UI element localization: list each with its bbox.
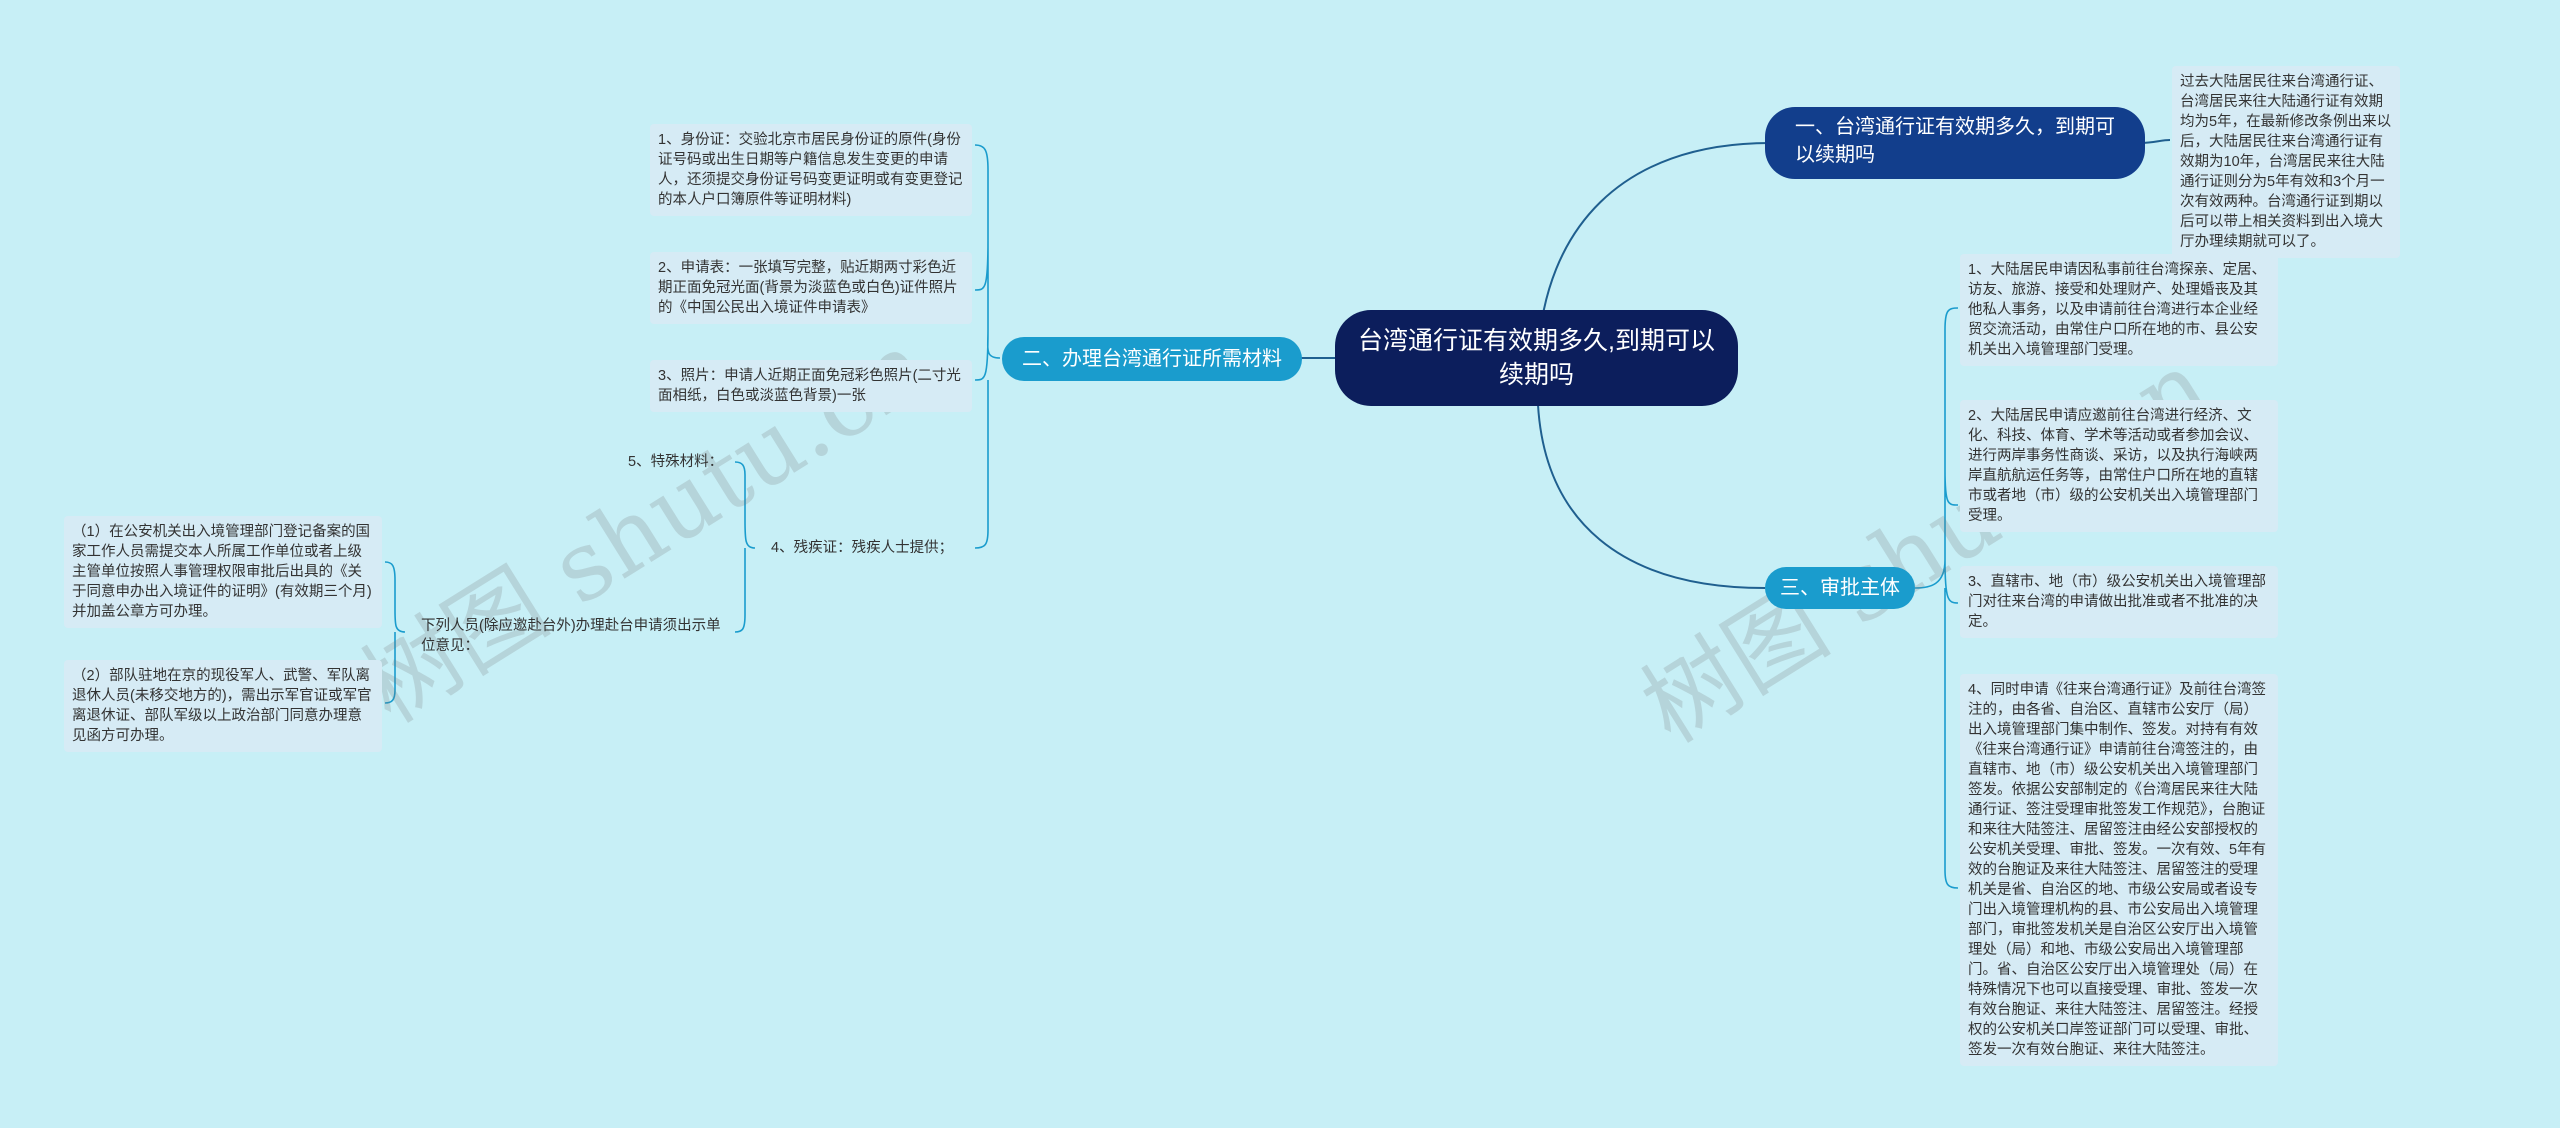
branch2-special-text: 5、特殊材料： [628, 454, 724, 470]
branch3-item-2[interactable]: 2、大陆居民申请应邀前往台湾进行经济、文化、科技、体育、学术等活动或者参加会议、… [1960, 400, 2278, 532]
branch2-sub-item-1[interactable]: （1）在公安机关出入境管理部门登记备案的国家工作人员需提交本人所属工作单位或者上… [64, 516, 382, 628]
bracket-disability [734, 461, 756, 633]
branch2-disability-text: 4、残疾证：残疾人士提供； [771, 540, 954, 556]
branch1-label: 一、台湾通行证有效期多久，到期可以续期吗 [1795, 116, 2115, 166]
bracket-invite [384, 561, 406, 704]
branch2-item-2[interactable]: 2、申请表：一张填写完整，贴近期两寸彩色近期正面免冠光面(背景为淡蓝色或白色)证… [650, 252, 972, 324]
branch3-item-3[interactable]: 3、直辖市、地（市）级公安机关出入境管理部门对往来台湾的申请做出批准或者不批准的… [1960, 566, 2278, 638]
branch2-item-2-text: 2、申请表：一张填写完整，贴近期两寸彩色近期正面免冠光面(背景为淡蓝色或白色)证… [658, 260, 958, 316]
branch2-item-1-text: 1、身份证：交验北京市居民身份证的原件(身份证号码或出生日期等户籍信息发生变更的… [658, 132, 963, 208]
branch3-item-3-text: 3、直辖市、地（市）级公安机关出入境管理部门对往来台湾的申请做出批准或者不批准的… [1968, 574, 2267, 630]
branch3-item-4[interactable]: 4、同时申请《往来台湾通行证》及前往台湾签注的，由各省、自治区、直辖市公安厅（局… [1960, 674, 2278, 1066]
root-topic[interactable]: 台湾通行证有效期多久,到期可以续期吗 [1335, 310, 1738, 406]
branch2-item-1[interactable]: 1、身份证：交验北京市居民身份证的原件(身份证号码或出生日期等户籍信息发生变更的… [650, 124, 972, 216]
branch2-label: 二、办理台湾通行证所需材料 [1022, 348, 1282, 370]
branch2-item-3[interactable]: 3、照片：申请人近期正面免冠彩色照片(二寸光面相纸，白色或淡蓝色背景)一张 [650, 360, 972, 412]
bracket-branch2 [974, 144, 1001, 549]
branch2-sub-item-1-text: （1）在公安机关出入境管理部门登记备案的国家工作人员需提交本人所属工作单位或者上… [72, 524, 372, 620]
branch3-item-2-text: 2、大陆居民申请应邀前往台湾进行经济、文化、科技、体育、学术等活动或者参加会议、… [1968, 408, 2258, 524]
branch1-detail[interactable]: 过去大陆居民往来台湾通行证、台湾居民来往大陆通行证有效期均为5年，在最新修改条例… [2172, 66, 2400, 258]
link-root-branch1 [1537, 142, 1771, 356]
branch3-item-4-text: 4、同时申请《往来台湾通行证》及前往台湾签注的，由各省、自治区、直辖市公安厅（局… [1968, 682, 2267, 1058]
branch1-detail-text: 过去大陆居民往来台湾通行证、台湾居民来往大陆通行证有效期均为5年，在最新修改条例… [2180, 74, 2392, 250]
branch2-disability[interactable]: 4、残疾证：残疾人士提供； [765, 536, 985, 560]
branch3-topic[interactable]: 三、审批主体 [1765, 567, 1915, 609]
branch2-invite[interactable]: 下列人员(除应邀赴台外)办理赴台申请须出示单位意见： [415, 614, 740, 658]
branch2-sub-item-2[interactable]: （2）部队驻地在京的现役军人、武警、军队离退休人员(未移交地方的)，需出示军官证… [64, 660, 382, 752]
bracket-branch3 [1914, 307, 1959, 889]
branch2-invite-text: 下列人员(除应邀赴台外)办理赴台申请须出示单位意见： [421, 618, 721, 654]
branch3-item-1[interactable]: 1、大陆居民申请因私事前往台湾探亲、定居、访友、旅游、接受和处理财产、处理婚丧及… [1960, 254, 2278, 366]
root-label: 台湾通行证有效期多久,到期可以续期吗 [1358, 327, 1715, 389]
link-root-branch3 [1537, 404, 1766, 589]
branch2-special[interactable]: 5、特殊材料： [622, 450, 742, 474]
branch1-topic[interactable]: 一、台湾通行证有效期多久，到期可以续期吗 [1765, 107, 2145, 179]
branch3-label: 三、审批主体 [1780, 577, 1900, 599]
branch3-item-1-text: 1、大陆居民申请因私事前往台湾探亲、定居、访友、旅游、接受和处理财产、处理婚丧及… [1968, 262, 2267, 358]
branch2-topic[interactable]: 二、办理台湾通行证所需材料 [1002, 337, 1302, 381]
branch2-item-3-text: 3、照片：申请人近期正面免冠彩色照片(二寸光面相纸，白色或淡蓝色背景)一张 [658, 368, 961, 404]
branch2-sub-item-2-text: （2）部队驻地在京的现役军人、武警、军队离退休人员(未移交地方的)，需出示军官证… [72, 668, 372, 744]
